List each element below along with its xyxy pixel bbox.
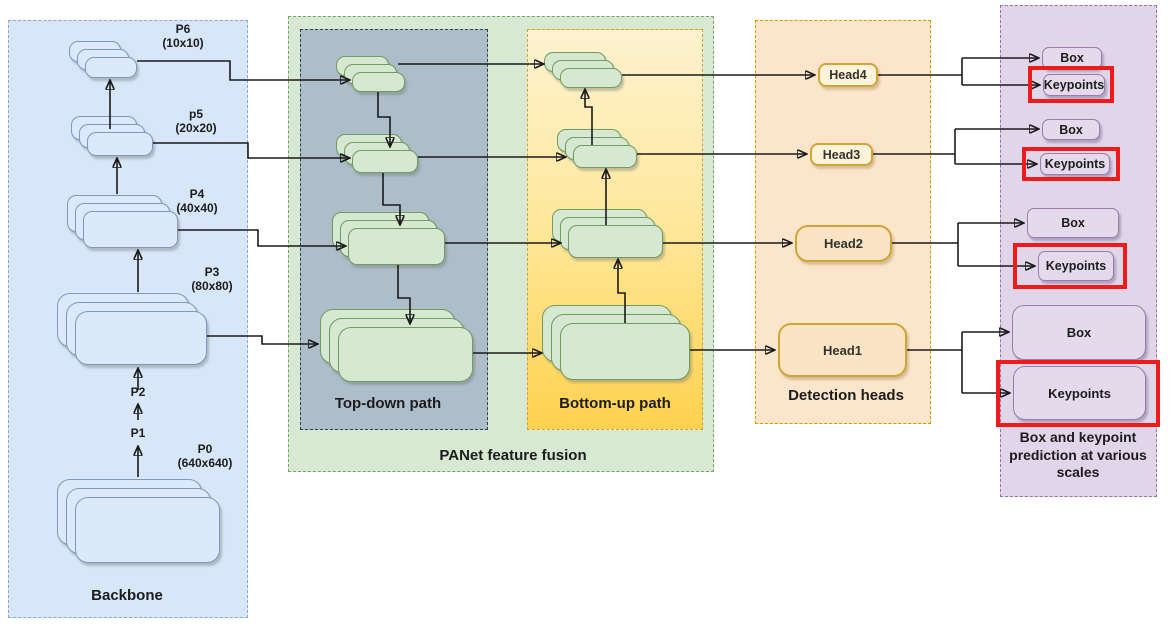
feature-map-layer bbox=[348, 228, 445, 265]
box-output-label: Box bbox=[1060, 51, 1084, 65]
p4-level-label: P4 (40x40) bbox=[176, 187, 217, 215]
head4-label: Head4 bbox=[829, 68, 867, 82]
feature-map-layer bbox=[560, 323, 690, 380]
box-output-level2: Box bbox=[1027, 208, 1119, 238]
feature-map-layer bbox=[573, 145, 637, 168]
feature-map-layer bbox=[85, 57, 137, 78]
head2-label: Head2 bbox=[823, 236, 864, 251]
keypoints-highlight-level1 bbox=[996, 360, 1160, 427]
feature-map-layer bbox=[83, 211, 178, 248]
box-output-level1: Box bbox=[1012, 305, 1146, 360]
p6-size: (10x10) bbox=[162, 36, 204, 50]
keypoints-output-label: Keypoints bbox=[1044, 157, 1106, 171]
feature-map-layer bbox=[75, 497, 220, 563]
topdown-title: Top-down path bbox=[334, 395, 442, 412]
p4-name: P4 bbox=[189, 187, 205, 201]
keypoints-highlight-level2 bbox=[1013, 243, 1127, 289]
p1-stage-label: P1 bbox=[130, 426, 146, 440]
feature-map-layer bbox=[568, 225, 663, 258]
keypoints-highlight-level3 bbox=[1022, 147, 1120, 181]
p5-level-label: p5 (20x20) bbox=[175, 107, 216, 135]
keypoints-output-level4: Keypoints bbox=[1043, 74, 1105, 96]
keypoints-highlight-level4 bbox=[1028, 66, 1114, 103]
keypoints-output-label: Keypoints bbox=[1045, 259, 1107, 273]
feature-map-layer bbox=[352, 72, 405, 92]
detection-heads-title: Detection heads bbox=[788, 387, 904, 404]
p6-name: P6 bbox=[175, 22, 191, 36]
head1-label: Head1 bbox=[822, 342, 863, 358]
keypoints-output-level1: Keypoints bbox=[1013, 366, 1146, 420]
head2-box: Head2 bbox=[795, 225, 892, 262]
feature-map-layer bbox=[87, 132, 153, 156]
p3-name: P3 bbox=[204, 265, 220, 279]
box-output-label: Box bbox=[1066, 325, 1092, 340]
p6-level-label: P6 (10x10) bbox=[162, 22, 203, 50]
p3-level-label: P3 (80x80) bbox=[191, 265, 232, 293]
feature-map-layer bbox=[338, 327, 473, 382]
box-output-label: Box bbox=[1061, 216, 1085, 230]
p5-size: (20x20) bbox=[175, 121, 217, 135]
p0-name: P0 bbox=[197, 442, 213, 456]
keypoints-output-level2: Keypoints bbox=[1038, 251, 1114, 281]
backbone-title: Backbone bbox=[91, 587, 163, 604]
keypoints-output-label: Keypoints bbox=[1043, 78, 1105, 92]
head3-label: Head3 bbox=[822, 147, 861, 162]
box-output-level3: Box bbox=[1042, 119, 1100, 140]
p3-size: (80x80) bbox=[191, 279, 233, 293]
head4-box: Head4 bbox=[818, 63, 878, 87]
p2-stage-label: P2 bbox=[130, 385, 146, 399]
p5-name: p5 bbox=[188, 107, 203, 121]
p0-size: (640x640) bbox=[177, 456, 233, 470]
bottomup-title: Bottom-up path bbox=[559, 395, 671, 412]
p4-size: (40x40) bbox=[176, 201, 218, 215]
outputs-caption: Box and keypoint prediction at various s… bbox=[1009, 429, 1147, 480]
keypoints-output-label: Keypoints bbox=[1048, 385, 1111, 401]
keypoints-output-level3: Keypoints bbox=[1040, 153, 1110, 175]
box-output-label: Box bbox=[1059, 122, 1083, 137]
p0-input-label: P0 (640x640) bbox=[178, 442, 233, 470]
panet-title: PANet feature fusion bbox=[439, 447, 587, 464]
feature-map-layer bbox=[352, 150, 418, 173]
head1-box: Head1 bbox=[778, 323, 907, 377]
head3-box: Head3 bbox=[810, 143, 873, 166]
feature-map-layer bbox=[560, 68, 622, 88]
feature-map-layer bbox=[75, 311, 207, 365]
